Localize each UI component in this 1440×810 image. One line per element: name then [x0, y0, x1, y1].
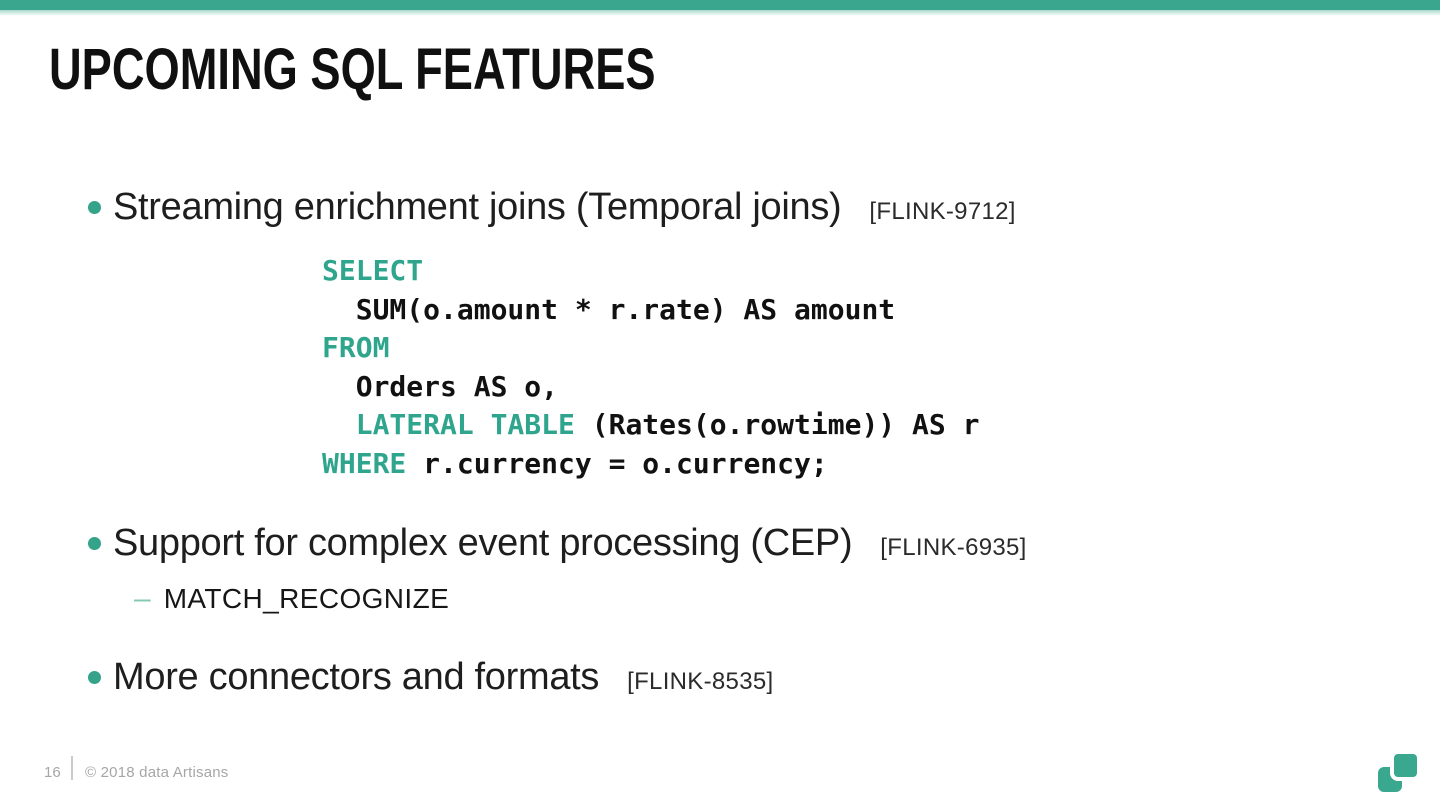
- bullet-text: Streaming enrichment joins (Temporal joi…: [113, 186, 842, 228]
- code-line: SELECT: [322, 252, 979, 291]
- code-plain: SUM(o.amount * r.rate) AS amount: [322, 292, 896, 326]
- code-line: FROM: [322, 329, 979, 368]
- code-line: LATERAL TABLE (Rates(o.rowtime)) AS r: [322, 406, 980, 445]
- bullet-dot-icon: [88, 201, 101, 214]
- top-accent-bar-fade: [0, 10, 1440, 16]
- bullet-item-cep: Support for complex event processing (CE…: [88, 522, 1027, 565]
- code-plain: (Rates(o.rowtime)) AS r: [574, 408, 980, 441]
- code-line: SUM(o.amount * r.rate) AS amount: [322, 291, 979, 330]
- bullet-dot-icon: [88, 671, 101, 684]
- sql-keyword: SELECT: [322, 254, 424, 287]
- flink-ticket-ref: [FLINK-8535]: [627, 668, 774, 695]
- page-number: 16: [44, 764, 61, 781]
- flink-ticket-ref: [FLINK-9712]: [869, 198, 1016, 225]
- top-accent-bar: [0, 0, 1440, 10]
- bullet-text: Support for complex event processing (CE…: [113, 522, 853, 564]
- bullet-item-connectors: More connectors and formats [FLINK-8535]: [88, 656, 773, 699]
- code-line: WHERE r.currency = o.currency;: [322, 445, 979, 484]
- sql-keyword: FROM: [322, 331, 390, 364]
- code-plain: [322, 408, 356, 441]
- bullet-dot-icon: [88, 537, 101, 550]
- sql-keyword: WHERE: [322, 446, 407, 480]
- copyright-text: © 2018 data Artisans: [85, 764, 229, 781]
- slide-title: UPCOMING SQL FEATURES: [49, 37, 656, 102]
- sql-code-block: SELECT SUM(o.amount * r.rate) AS amount …: [322, 252, 979, 483]
- bullet-item-temporal-joins: Streaming enrichment joins (Temporal joi…: [88, 186, 1016, 229]
- sub-bullet-text: MATCH_RECOGNIZE: [163, 583, 450, 614]
- dash-icon: –: [134, 582, 151, 615]
- flink-ticket-ref: [FLINK-6935]: [880, 534, 1027, 561]
- sql-keyword: LATERAL TABLE: [355, 408, 575, 441]
- code-line: Orders AS o,: [322, 368, 979, 407]
- code-plain: Orders AS o,: [322, 369, 559, 403]
- code-plain: r.currency = o.currency;: [406, 446, 828, 480]
- footer-divider: [71, 756, 73, 780]
- sub-bullet-match-recognize: – MATCH_RECOGNIZE: [134, 582, 449, 616]
- bullet-text: More connectors and formats: [113, 656, 600, 698]
- data-artisans-logo-icon: [1378, 750, 1421, 792]
